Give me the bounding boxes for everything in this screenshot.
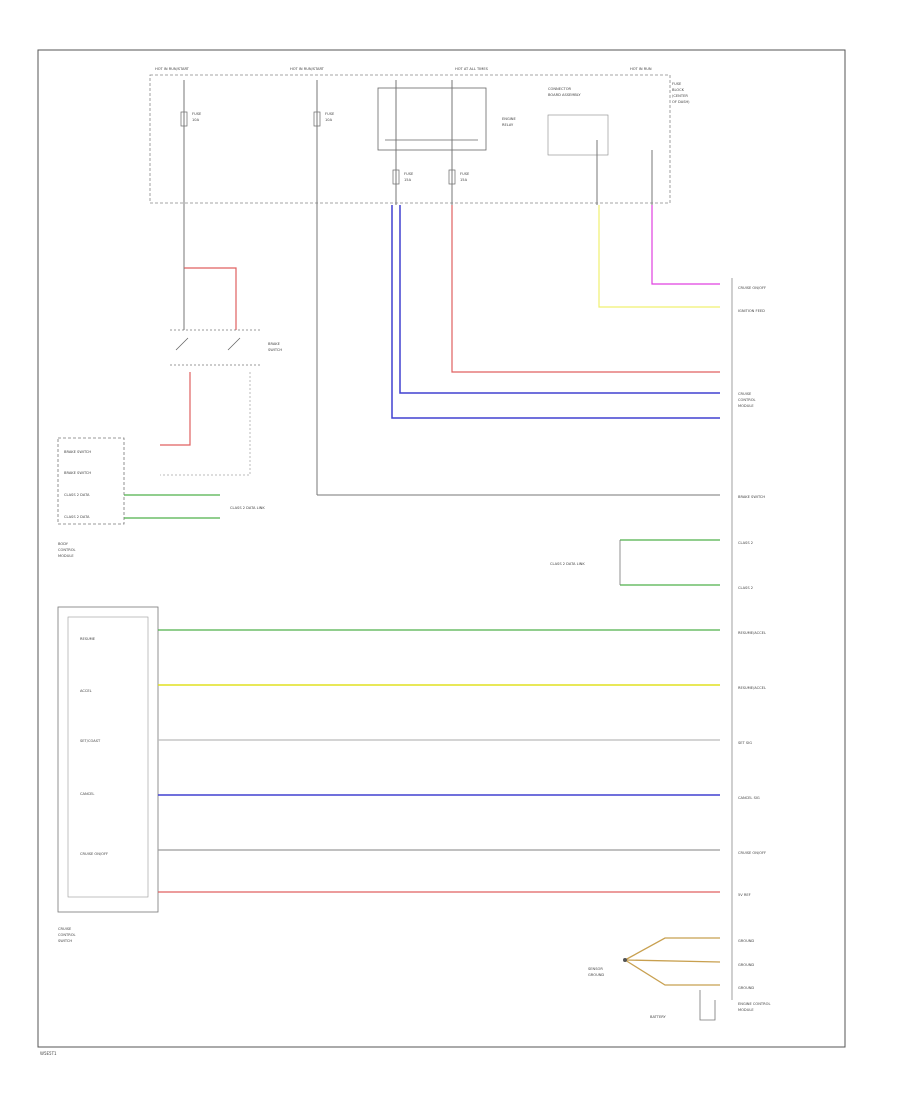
svg-text:BODY: BODY	[58, 542, 69, 546]
svg-text:FUSE: FUSE	[325, 112, 335, 116]
pcm-terminal-labels: CRUISE ON/OFF IGNITION FEED CRUISE CONTR…	[738, 286, 770, 1012]
svg-text:CRUISE: CRUISE	[58, 927, 72, 931]
svg-text:ENGINE CONTROL: ENGINE CONTROL	[738, 1002, 770, 1006]
relay-icon	[377, 87, 487, 151]
diagram-code: W5E5T1	[40, 1051, 57, 1056]
svg-text:ACCEL: ACCEL	[80, 689, 92, 693]
svg-text:ENGINE: ENGINE	[502, 117, 516, 121]
svg-text:CLASS 2 DATA: CLASS 2 DATA	[64, 515, 90, 519]
diagram-border	[37, 49, 846, 1048]
svg-text:10A: 10A	[192, 118, 200, 122]
svg-text:GROUND: GROUND	[738, 939, 754, 943]
svg-text:SWITCH: SWITCH	[58, 939, 72, 943]
svg-text:CRUISE: CRUISE	[738, 392, 752, 396]
brake-switch: BRAKE SWITCH	[160, 267, 282, 476]
svg-text:BOARD ASSEMBLY: BOARD ASSEMBLY	[548, 93, 581, 97]
svg-text:CRUISE ON/OFF: CRUISE ON/OFF	[80, 852, 108, 856]
wire-light-yellow	[598, 205, 720, 308]
wire-magenta	[651, 205, 720, 285]
svg-text:BRAKE SWITCH: BRAKE SWITCH	[64, 471, 91, 475]
svg-text:CLASS 2 DATA LINK: CLASS 2 DATA LINK	[550, 562, 585, 566]
svg-text:CONTROL: CONTROL	[58, 933, 76, 937]
pcm-connector: BRAKE SWITCH BRAKE SWITCH CLASS 2 DATA C…	[57, 437, 125, 558]
svg-text:CONTROL: CONTROL	[58, 548, 76, 552]
svg-text:RESUME: RESUME	[80, 637, 96, 641]
svg-text:GROUND: GROUND	[738, 986, 754, 990]
svg-text:CONNECTOR: CONNECTOR	[548, 87, 572, 91]
svg-text:GROUND: GROUND	[588, 973, 604, 977]
svg-text:RELAY: RELAY	[502, 123, 514, 127]
svg-text:FUSE: FUSE	[672, 82, 682, 86]
fuse-relay-box: HOT IN RUN/START HOT IN RUN/START HOT AT…	[149, 67, 690, 204]
svg-text:CLASS 2: CLASS 2	[738, 541, 753, 545]
svg-text:MODULE: MODULE	[738, 1008, 754, 1012]
svg-text:10A: 10A	[325, 118, 333, 122]
svg-text:RESUME/ACCEL: RESUME/ACCEL	[738, 686, 766, 690]
svg-text:CANCEL: CANCEL	[80, 792, 94, 796]
svg-text:BLOCK: BLOCK	[672, 88, 685, 92]
svg-text:OF DASH): OF DASH)	[672, 100, 690, 104]
svg-text:HOT IN RUN/START: HOT IN RUN/START	[290, 67, 325, 71]
svg-text:HOT IN RUN: HOT IN RUN	[630, 67, 652, 71]
wire-blue	[391, 205, 720, 419]
svg-text:MODULE: MODULE	[738, 404, 754, 408]
svg-text:CLASS 2 DATA LINK: CLASS 2 DATA LINK	[230, 506, 265, 510]
svg-text:SET/COAST: SET/COAST	[80, 739, 101, 743]
svg-text:15A: 15A	[460, 178, 468, 182]
svg-text:CLASS 2: CLASS 2	[738, 586, 753, 590]
svg-text:BATTERY: BATTERY	[650, 1015, 667, 1019]
svg-text:BRAKE: BRAKE	[268, 342, 281, 346]
svg-text:MODULE: MODULE	[58, 554, 74, 558]
svg-text:CRUISE ON/OFF: CRUISE ON/OFF	[738, 286, 766, 290]
svg-text:CLASS 2 DATA: CLASS 2 DATA	[64, 493, 90, 497]
cruise-control-switch: CRUISE CONTROL SWITCH RESUME ACCEL SET/C…	[57, 606, 159, 943]
svg-text:(CENTER: (CENTER	[672, 94, 688, 98]
svg-text:15A: 15A	[404, 178, 412, 182]
wire-blue	[399, 205, 720, 394]
svg-text:SET SIG: SET SIG	[738, 741, 752, 745]
svg-text:FUSE: FUSE	[460, 172, 470, 176]
svg-text:FUSE: FUSE	[404, 172, 414, 176]
ground-splice: SENSOR GROUND	[588, 937, 721, 986]
svg-text:HOT IN RUN/START: HOT IN RUN/START	[155, 67, 190, 71]
svg-text:IGNITION FEED: IGNITION FEED	[738, 309, 765, 313]
wire-red	[451, 205, 720, 373]
svg-text:BRAKE SWITCH: BRAKE SWITCH	[738, 495, 765, 499]
svg-text:FUSE: FUSE	[192, 112, 202, 116]
svg-text:RESUME/ACCEL: RESUME/ACCEL	[738, 631, 766, 635]
svg-text:BRAKE SWITCH: BRAKE SWITCH	[64, 450, 91, 454]
svg-text:CRUISE ON/OFF: CRUISE ON/OFF	[738, 851, 766, 855]
svg-text:GROUND: GROUND	[738, 963, 754, 967]
svg-text:5V REF: 5V REF	[738, 893, 751, 897]
svg-text:SWITCH: SWITCH	[268, 348, 282, 352]
svg-text:CONTROL: CONTROL	[738, 398, 756, 402]
svg-text:SENSOR: SENSOR	[588, 967, 603, 971]
svg-text:HOT AT ALL TIMES: HOT AT ALL TIMES	[455, 67, 489, 71]
svg-text:CANCEL SIG: CANCEL SIG	[738, 796, 760, 800]
